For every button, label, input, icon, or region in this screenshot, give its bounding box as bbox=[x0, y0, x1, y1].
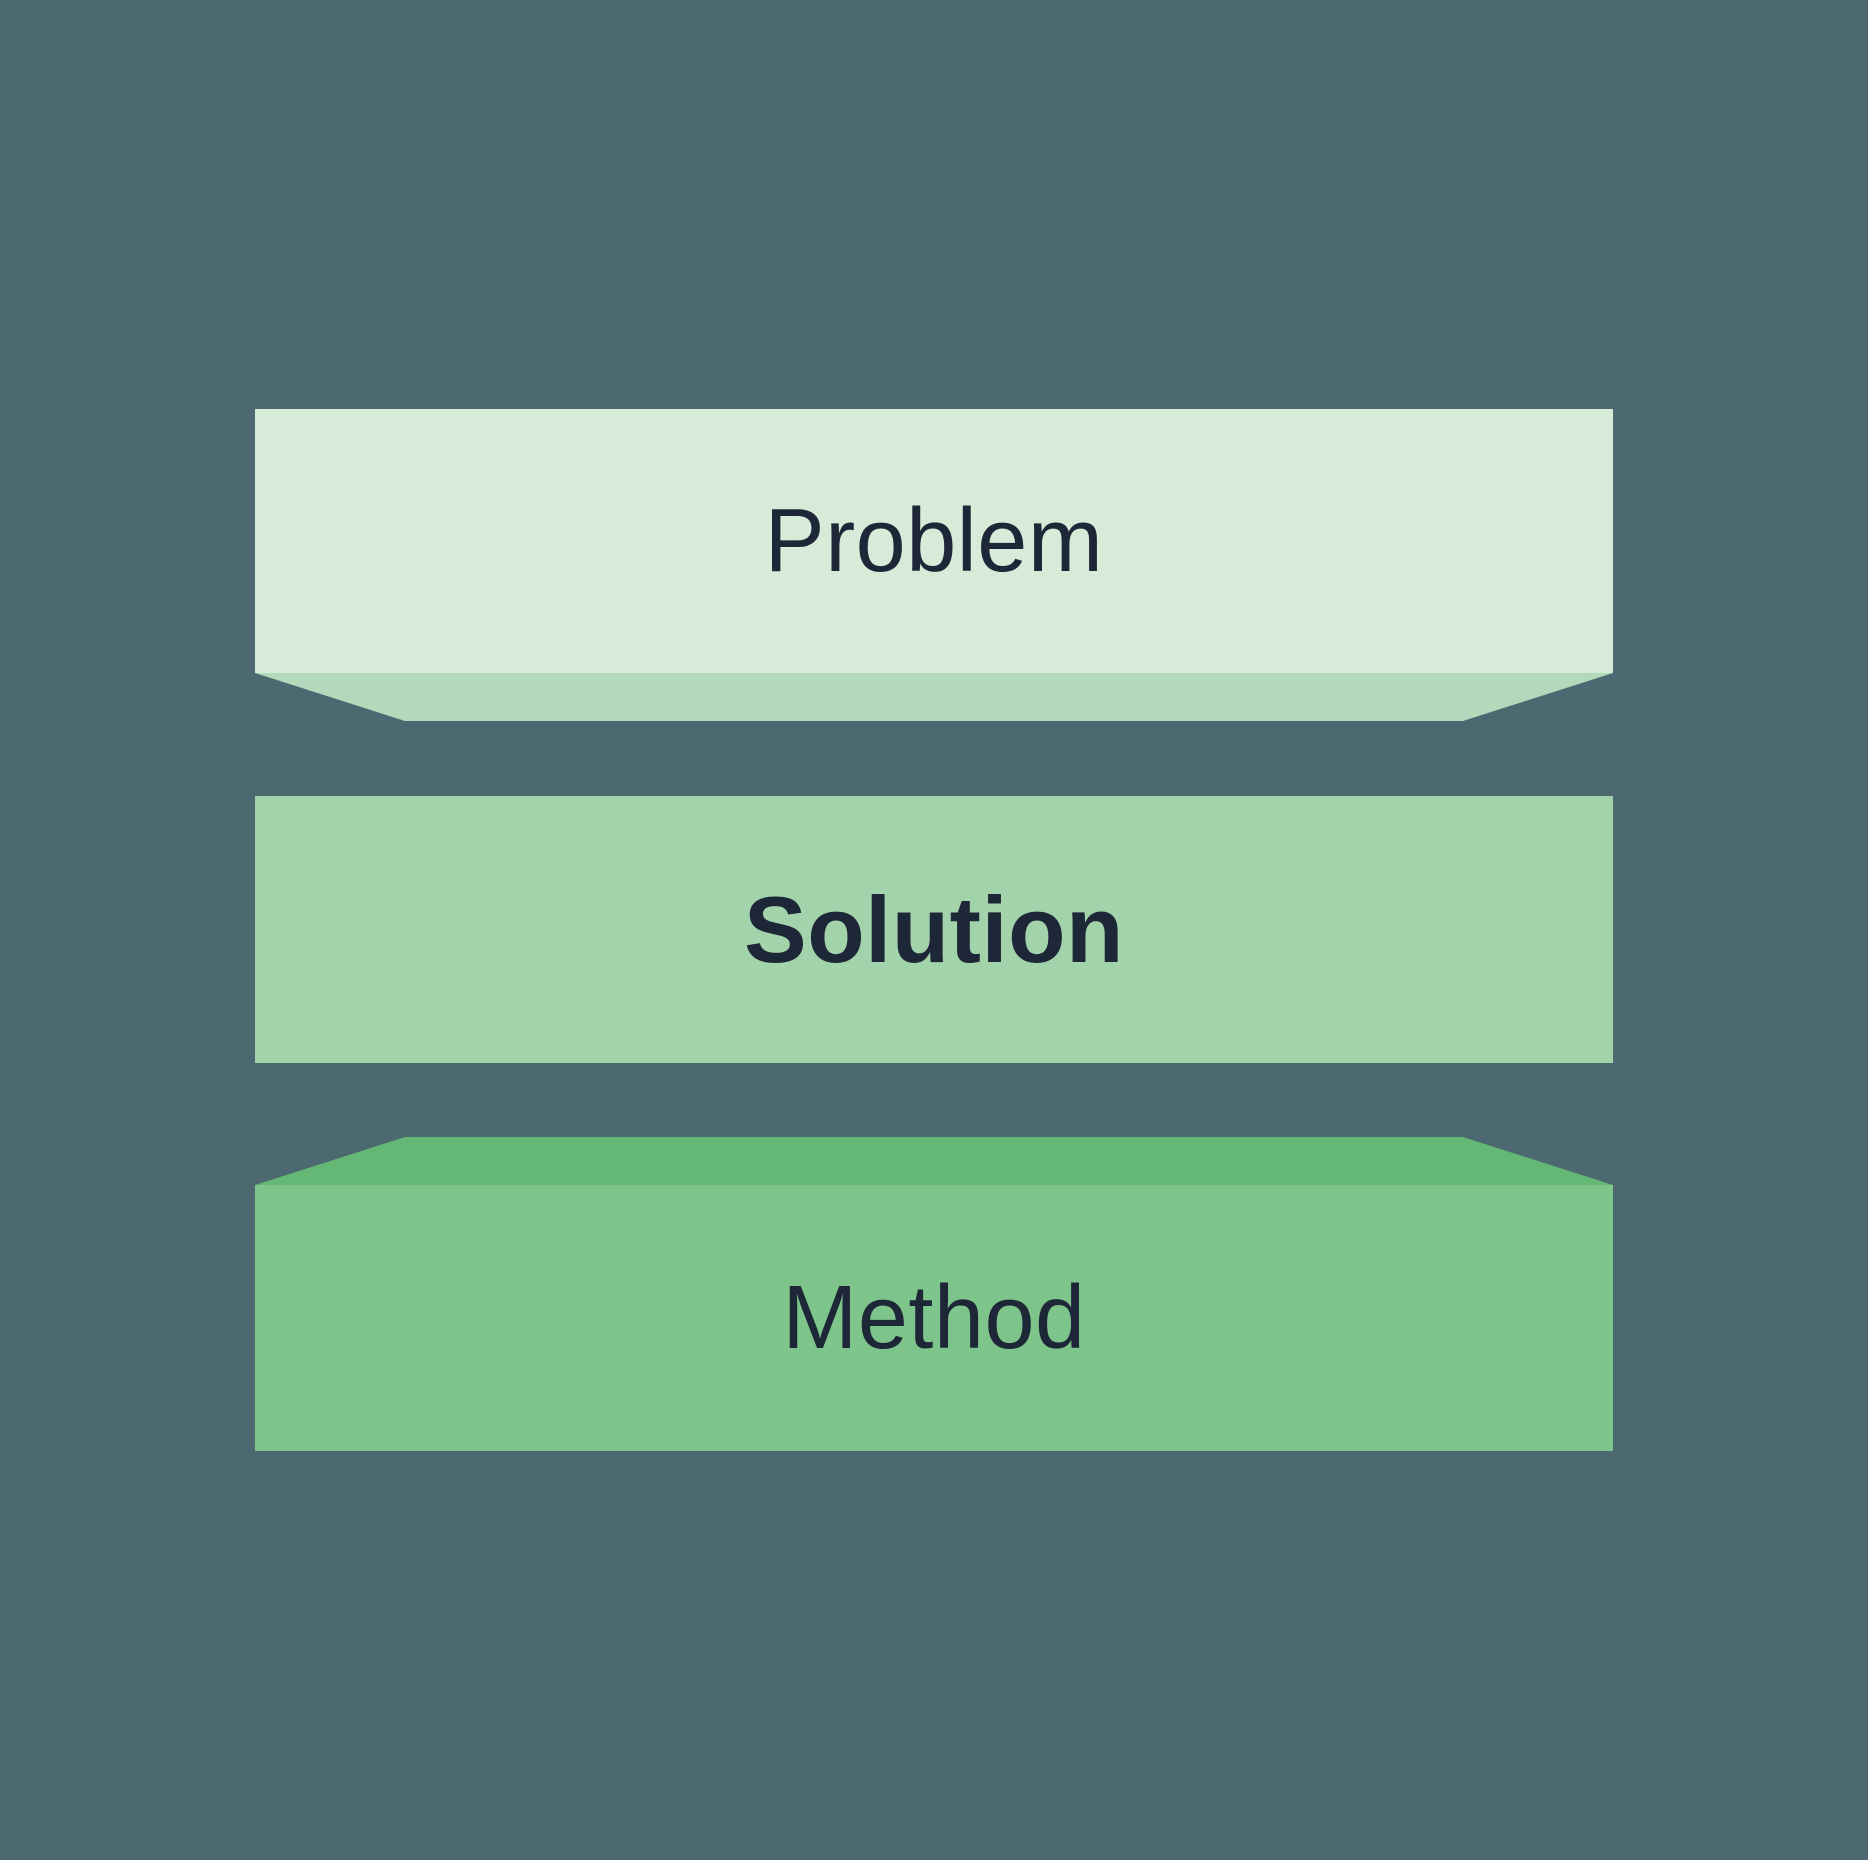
method-face: Method bbox=[255, 1185, 1613, 1451]
solution-label: Solution bbox=[744, 876, 1124, 982]
problem-block: Problem bbox=[255, 409, 1613, 721]
method-label: Method bbox=[782, 1268, 1086, 1368]
solution-block: Solution bbox=[255, 796, 1613, 1063]
problem-face: Problem bbox=[255, 409, 1613, 673]
method-block: Method bbox=[255, 1137, 1613, 1451]
problem-bottom-bevel bbox=[255, 673, 1613, 721]
problem-label: Problem bbox=[764, 491, 1104, 591]
method-top-bevel bbox=[255, 1137, 1613, 1185]
solution-face: Solution bbox=[255, 796, 1613, 1063]
